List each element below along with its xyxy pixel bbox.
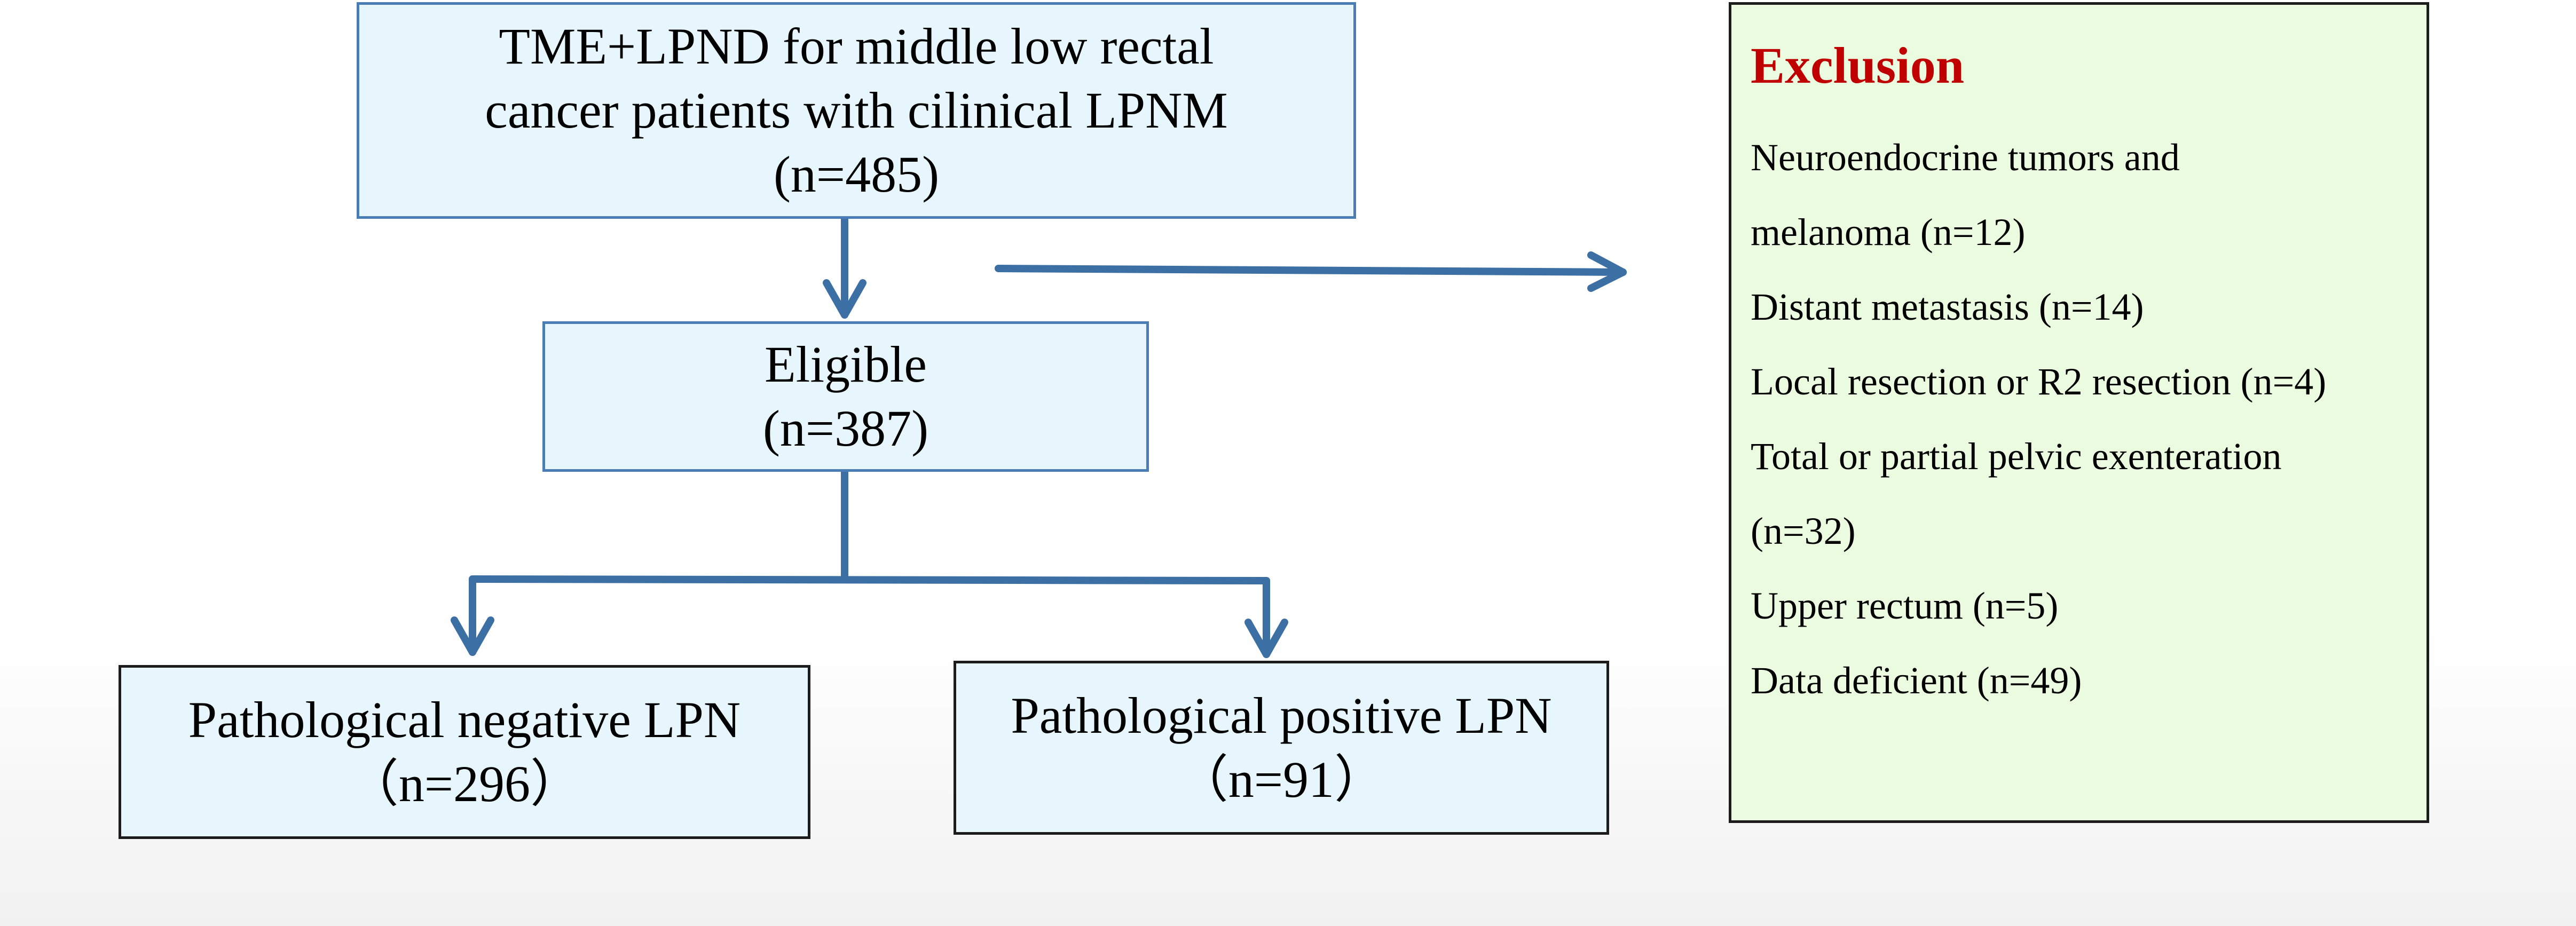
- split-connector: [469, 468, 1270, 584]
- exclusion-item: melanoma (n=12): [1751, 211, 2026, 254]
- exclusion-item: Total or partial pelvic exenteration: [1751, 435, 2282, 478]
- exclusion-item: Distant metastasis (n=14): [1751, 286, 2144, 328]
- arrow-to-negative: [451, 575, 494, 656]
- arrow-top-to-eligible: [823, 215, 866, 319]
- eligible-count: (n=387): [762, 400, 929, 457]
- exclusion-item: Local resection or R2 resection (n=4): [1751, 360, 2327, 403]
- enrollment-count: (n=485): [773, 146, 940, 203]
- eligible-label: Eligible: [765, 336, 927, 393]
- exclusion-box: Exclusion Neuroendocrine tumors and mela…: [1729, 2, 2429, 823]
- enrollment-line-2: cancer patients with cilinical LPNM: [485, 82, 1228, 139]
- positive-lpn-label: Pathological positive LPN: [1011, 687, 1552, 744]
- positive-lpn-box: Pathological positive LPN （n=91）: [954, 661, 1609, 835]
- exclusion-item: (n=32): [1751, 510, 1856, 552]
- negative-lpn-count: （n=296）: [347, 755, 582, 812]
- arrow-to-positive: [1244, 577, 1288, 658]
- exclusion-item: Upper rectum (n=5): [1751, 584, 2059, 627]
- exclusion-item: Data deficient (n=49): [1751, 659, 2082, 702]
- negative-lpn-box: Pathological negative LPN （n=296）: [119, 665, 810, 839]
- exclusion-item: Neuroendocrine tumors and: [1751, 136, 2180, 179]
- eligible-box: Eligible (n=387): [542, 321, 1149, 472]
- arrow-to-exclusion: [995, 251, 1627, 292]
- exclusion-title: Exclusion: [1751, 37, 1965, 94]
- enrollment-box: TME+LPND for middle low rectal cancer pa…: [357, 2, 1356, 219]
- negative-lpn-label: Pathological negative LPN: [188, 691, 741, 748]
- positive-lpn-count: （n=91）: [1177, 751, 1386, 808]
- enrollment-line-1: TME+LPND for middle low rectal: [499, 18, 1214, 75]
